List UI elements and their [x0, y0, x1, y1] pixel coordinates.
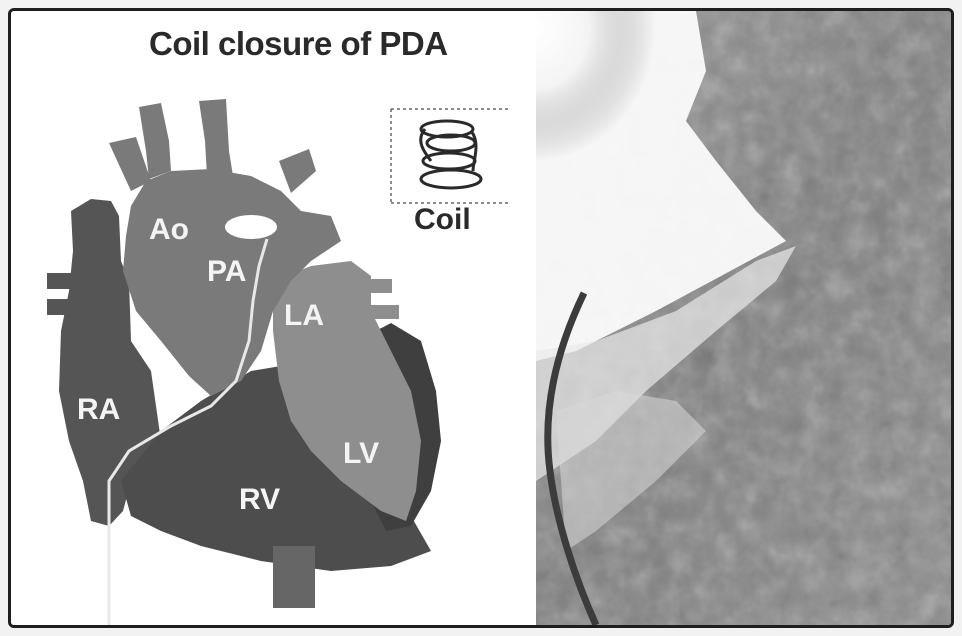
figure-frame: Ao PA LA RA RV LV Coil: [8, 8, 954, 628]
label-coil: Coil: [414, 203, 471, 236]
ductus-opening: [225, 215, 277, 239]
pulmonary-vein-stub-1: [47, 273, 83, 289]
label-ra: RA: [77, 393, 120, 426]
heart-diagram: Ao PA LA RA RV LV Coil: [11, 11, 536, 625]
figure-title: Coil closure of PDA: [149, 25, 448, 63]
pulmonary-vein-stub-2: [47, 299, 83, 315]
label-lv: LV: [343, 437, 379, 470]
label-rv: RV: [239, 483, 280, 516]
descending-aorta: [273, 546, 315, 608]
label-la: LA: [284, 299, 324, 332]
heart-diagram-panel: Ao PA LA RA RV LV Coil: [11, 11, 536, 625]
angiogram-render: [536, 11, 951, 625]
angiogram-image: [536, 11, 951, 625]
label-ao: Ao: [149, 213, 189, 246]
coil-inset: Coil: [391, 109, 511, 236]
label-pa: PA: [207, 255, 246, 288]
coil-icon: [421, 121, 481, 188]
